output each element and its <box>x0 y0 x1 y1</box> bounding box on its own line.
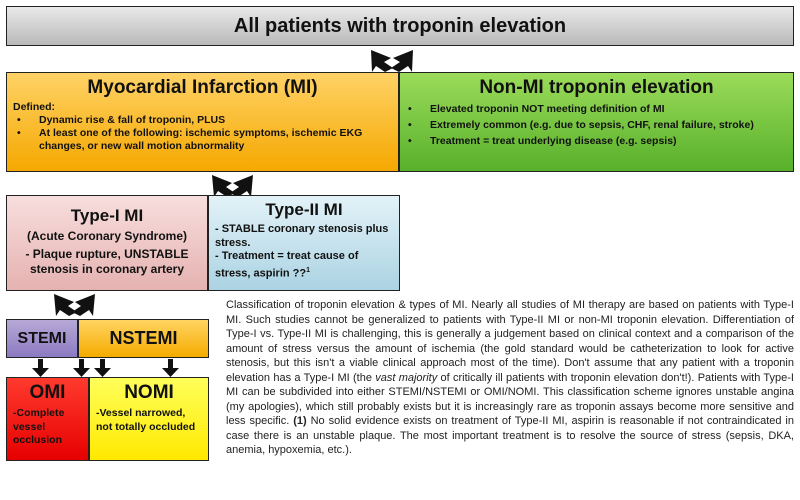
stemi-box: STEMI <box>6 319 78 358</box>
type2-mi-box: Type-II MI - STABLE coronary stenosis pl… <box>208 195 400 291</box>
arrow-stemi-to-omi-shaft <box>38 359 43 369</box>
nstemi-box: NSTEMI <box>78 319 209 358</box>
non-mi-points-list: Elevated troponin NOT meeting definition… <box>404 103 787 148</box>
arrow-nstemi-to-nomi-head <box>162 368 179 377</box>
arrow-stemi-to-nomi-shaft <box>100 359 105 369</box>
nomi-detail: -Vessel narrowed, not totally occluded <box>96 407 196 433</box>
arrow-type1-to-nstemi <box>72 294 95 316</box>
caption-part2: of critically ill patients with troponin… <box>226 371 794 428</box>
type2-line1: - STABLE coronary stenosis plus stress. <box>215 223 389 249</box>
arrow-mi-to-type1 <box>212 175 235 197</box>
mi-defined-label: Defined: <box>13 101 55 113</box>
arrow-type1-to-stemi <box>54 294 77 316</box>
arrow-nstemi-to-omi-shaft <box>79 359 84 369</box>
type1-subtitle: (Acute Coronary Syndrome) <box>26 229 188 243</box>
nomi-title: NOMI <box>124 382 174 403</box>
non-mi-title: Non-MI troponin elevation <box>479 77 714 98</box>
arrow-header-to-mi <box>371 50 393 72</box>
type1-title: Type-I MI <box>70 206 144 225</box>
figure-caption: Classification of troponin elevation & t… <box>226 298 794 458</box>
omi-title: OMI <box>29 382 66 403</box>
mi-criteria-list: Dynamic rise & fall of troponin, PLUS At… <box>13 114 392 153</box>
header-box: All patients with troponin elevation <box>6 6 794 46</box>
arrow-header-to-nonmi <box>391 50 413 72</box>
mi-box: Myocardial Infarction (MI) Defined: Dyna… <box>6 72 399 172</box>
type1-detail: - Plaque rupture, UNSTABLE stenosis in c… <box>25 247 189 276</box>
omi-box: OMI -Complete vessel occlusion <box>6 377 89 461</box>
nomi-box: NOMI -Vessel narrowed, not totally occlu… <box>89 377 209 461</box>
caption-note-mark: (1) <box>293 415 307 427</box>
stemi-label: STEMI <box>17 329 67 347</box>
nstemi-label: NSTEMI <box>109 328 178 348</box>
arrow-stemi-to-omi-head <box>32 368 49 377</box>
caption-part1: Classification of troponin elevation & t… <box>226 299 794 384</box>
non-mi-point: Elevated troponin NOT meeting definition… <box>404 103 787 116</box>
arrow-nstemi-to-omi-head <box>73 368 90 377</box>
mi-criterion: At least one of the following: ischemic … <box>13 127 392 153</box>
header-title: All patients with troponin elevation <box>233 14 567 37</box>
caption-part3: No solid evidence exists on treatment of… <box>226 415 794 456</box>
non-mi-point: Extremely common (e.g. due to sepsis, CH… <box>404 119 787 132</box>
non-mi-box: Non-MI troponin elevation Elevated tropo… <box>399 72 794 172</box>
arrow-mi-to-type2 <box>230 175 253 197</box>
mi-criterion: Dynamic rise & fall of troponin, PLUS <box>13 114 392 127</box>
arrow-nstemi-to-nomi-shaft <box>168 359 173 369</box>
non-mi-point: Treatment = treat underlying disease (e.… <box>404 135 787 148</box>
type1-mi-box: Type-I MI (Acute Coronary Syndrome) - Pl… <box>6 195 208 291</box>
arrow-stemi-to-nomi-head <box>94 368 111 377</box>
type2-footnote-mark: 1 <box>306 266 310 274</box>
type2-title: Type-II MI <box>265 200 343 219</box>
caption-emphasis: vast majority <box>375 371 438 384</box>
mi-title: Myocardial Infarction (MI) <box>87 77 318 98</box>
omi-detail: -Complete vessel occlusion <box>13 407 65 446</box>
type2-line2: - Treatment = treat cause of stress, asp… <box>215 250 359 280</box>
